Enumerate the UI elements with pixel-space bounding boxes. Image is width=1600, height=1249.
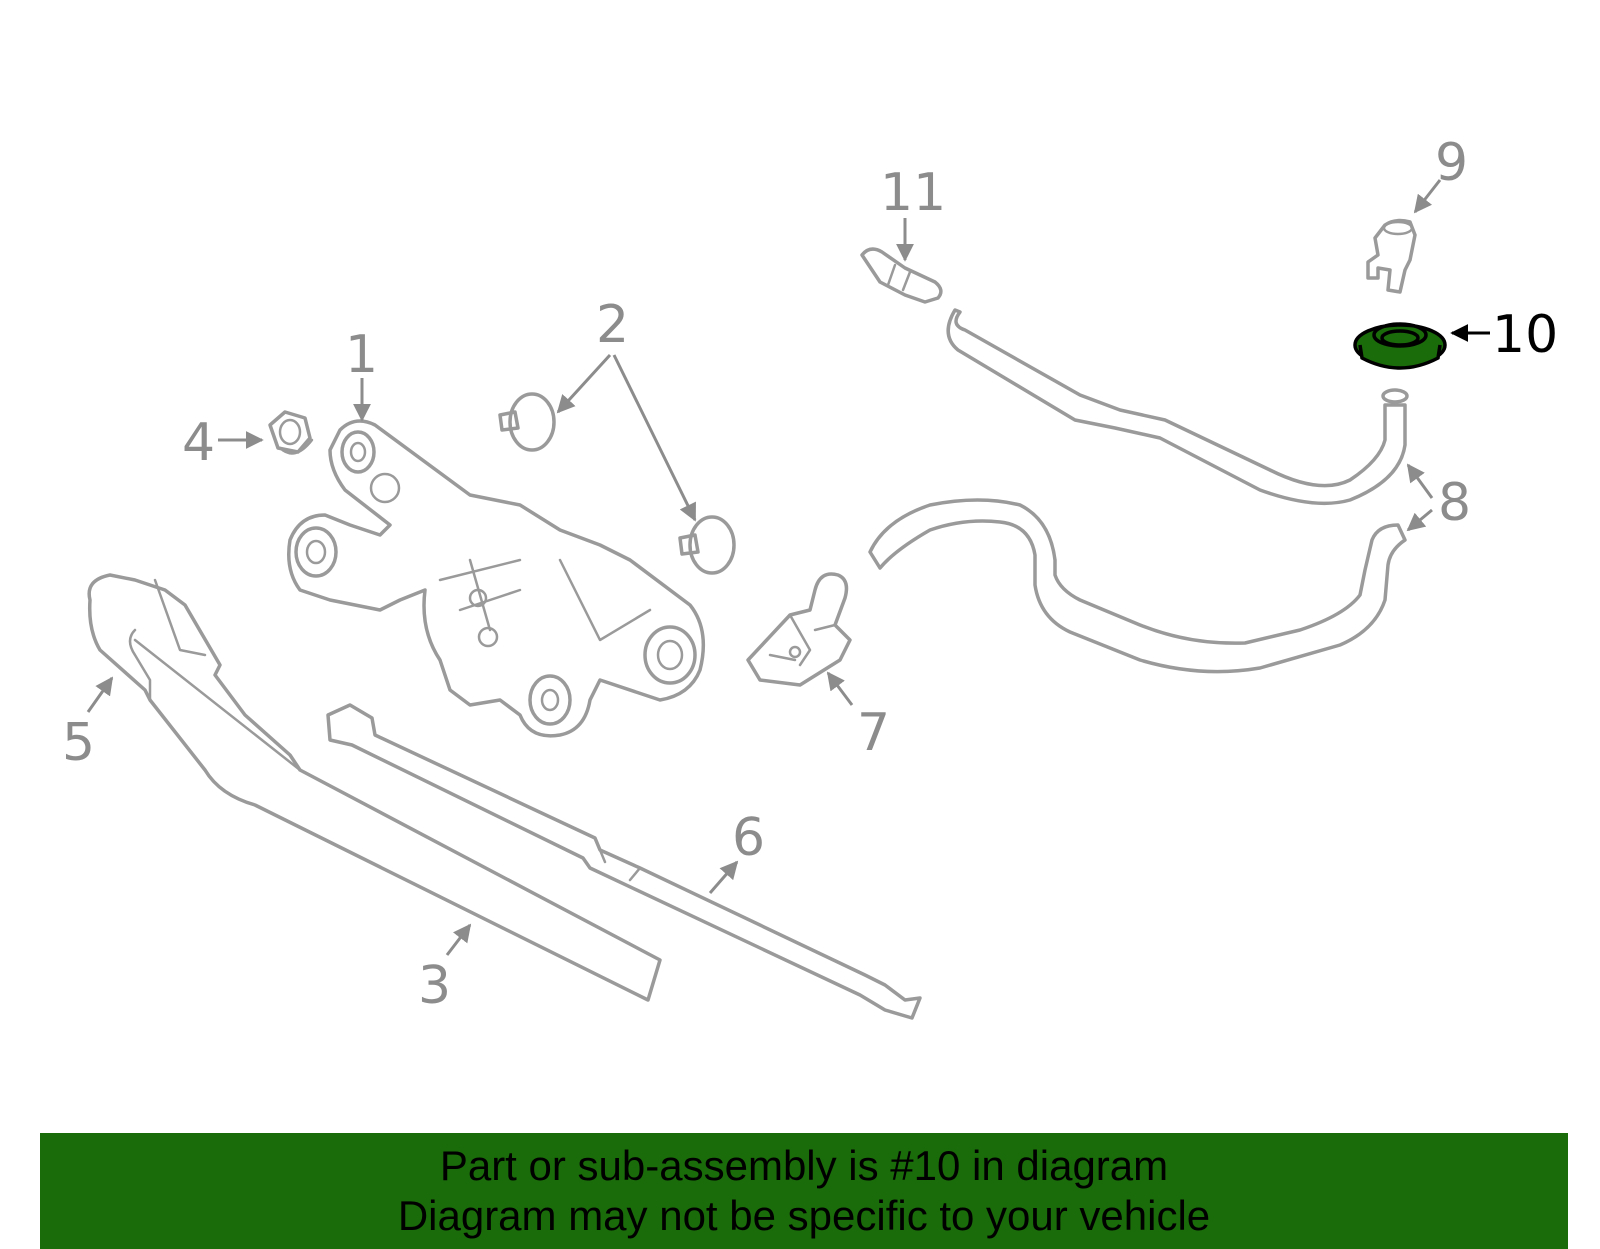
banner-line-1: Part or sub-assembly is #10 in diagram — [439, 1142, 1169, 1189]
washer-hose-part — [868, 308, 1409, 674]
leader-lines — [86, 179, 1490, 956]
washer-nozzle-part — [746, 572, 852, 687]
callout-4: 4 — [182, 413, 215, 473]
callout-10: 10 — [1492, 305, 1558, 365]
callout-11: 11 — [880, 163, 946, 223]
wiper-blade-part — [326, 703, 922, 1020]
connector-part — [860, 247, 943, 304]
callout-1: 1 — [345, 325, 378, 385]
stud-part — [498, 392, 736, 575]
callout-8: 8 — [1438, 473, 1471, 533]
check-valve-part — [1366, 218, 1417, 294]
info-banner: Part or sub-assembly is #10 in diagram D… — [40, 1133, 1568, 1249]
banner-line-2: Diagram may not be specific to your vehi… — [397, 1192, 1211, 1239]
callout-5: 5 — [62, 713, 95, 773]
callout-6: 6 — [732, 808, 765, 868]
grommet-part-highlighted — [1353, 322, 1447, 370]
callout-7: 7 — [857, 703, 890, 763]
callout-9: 9 — [1435, 133, 1468, 193]
nut-part — [268, 410, 314, 455]
callout-2: 2 — [596, 295, 629, 355]
wiper-motor-part — [287, 419, 706, 738]
wiper-arm-part — [87, 573, 662, 1002]
callout-3: 3 — [418, 956, 451, 1016]
